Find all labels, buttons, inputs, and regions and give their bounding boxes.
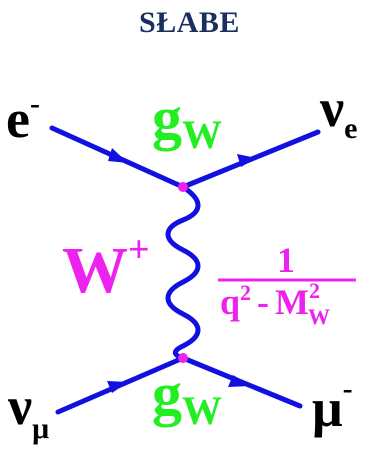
arrow-icon	[237, 154, 256, 167]
vertex-dot-icon	[178, 182, 188, 192]
arrow-icon	[107, 381, 128, 393]
boson-label: W+	[62, 229, 150, 307]
coupling-bottom-label: gW	[152, 361, 222, 433]
electron-neutrino-label: νe	[319, 78, 357, 145]
wavy-propagator-icon	[165, 184, 201, 361]
propagator-numerator: 1	[277, 240, 295, 280]
coupling-top-label: gW	[152, 85, 222, 157]
arrow-icon	[228, 375, 251, 387]
arrow-icon	[108, 148, 128, 163]
muon-label: μ-	[312, 372, 353, 438]
vertex-dot-icon	[178, 353, 188, 363]
muon-neutrino-label: νμ	[7, 376, 49, 445]
diagram-title: SŁABE	[139, 6, 240, 39]
electron-label: e-	[6, 87, 40, 149]
